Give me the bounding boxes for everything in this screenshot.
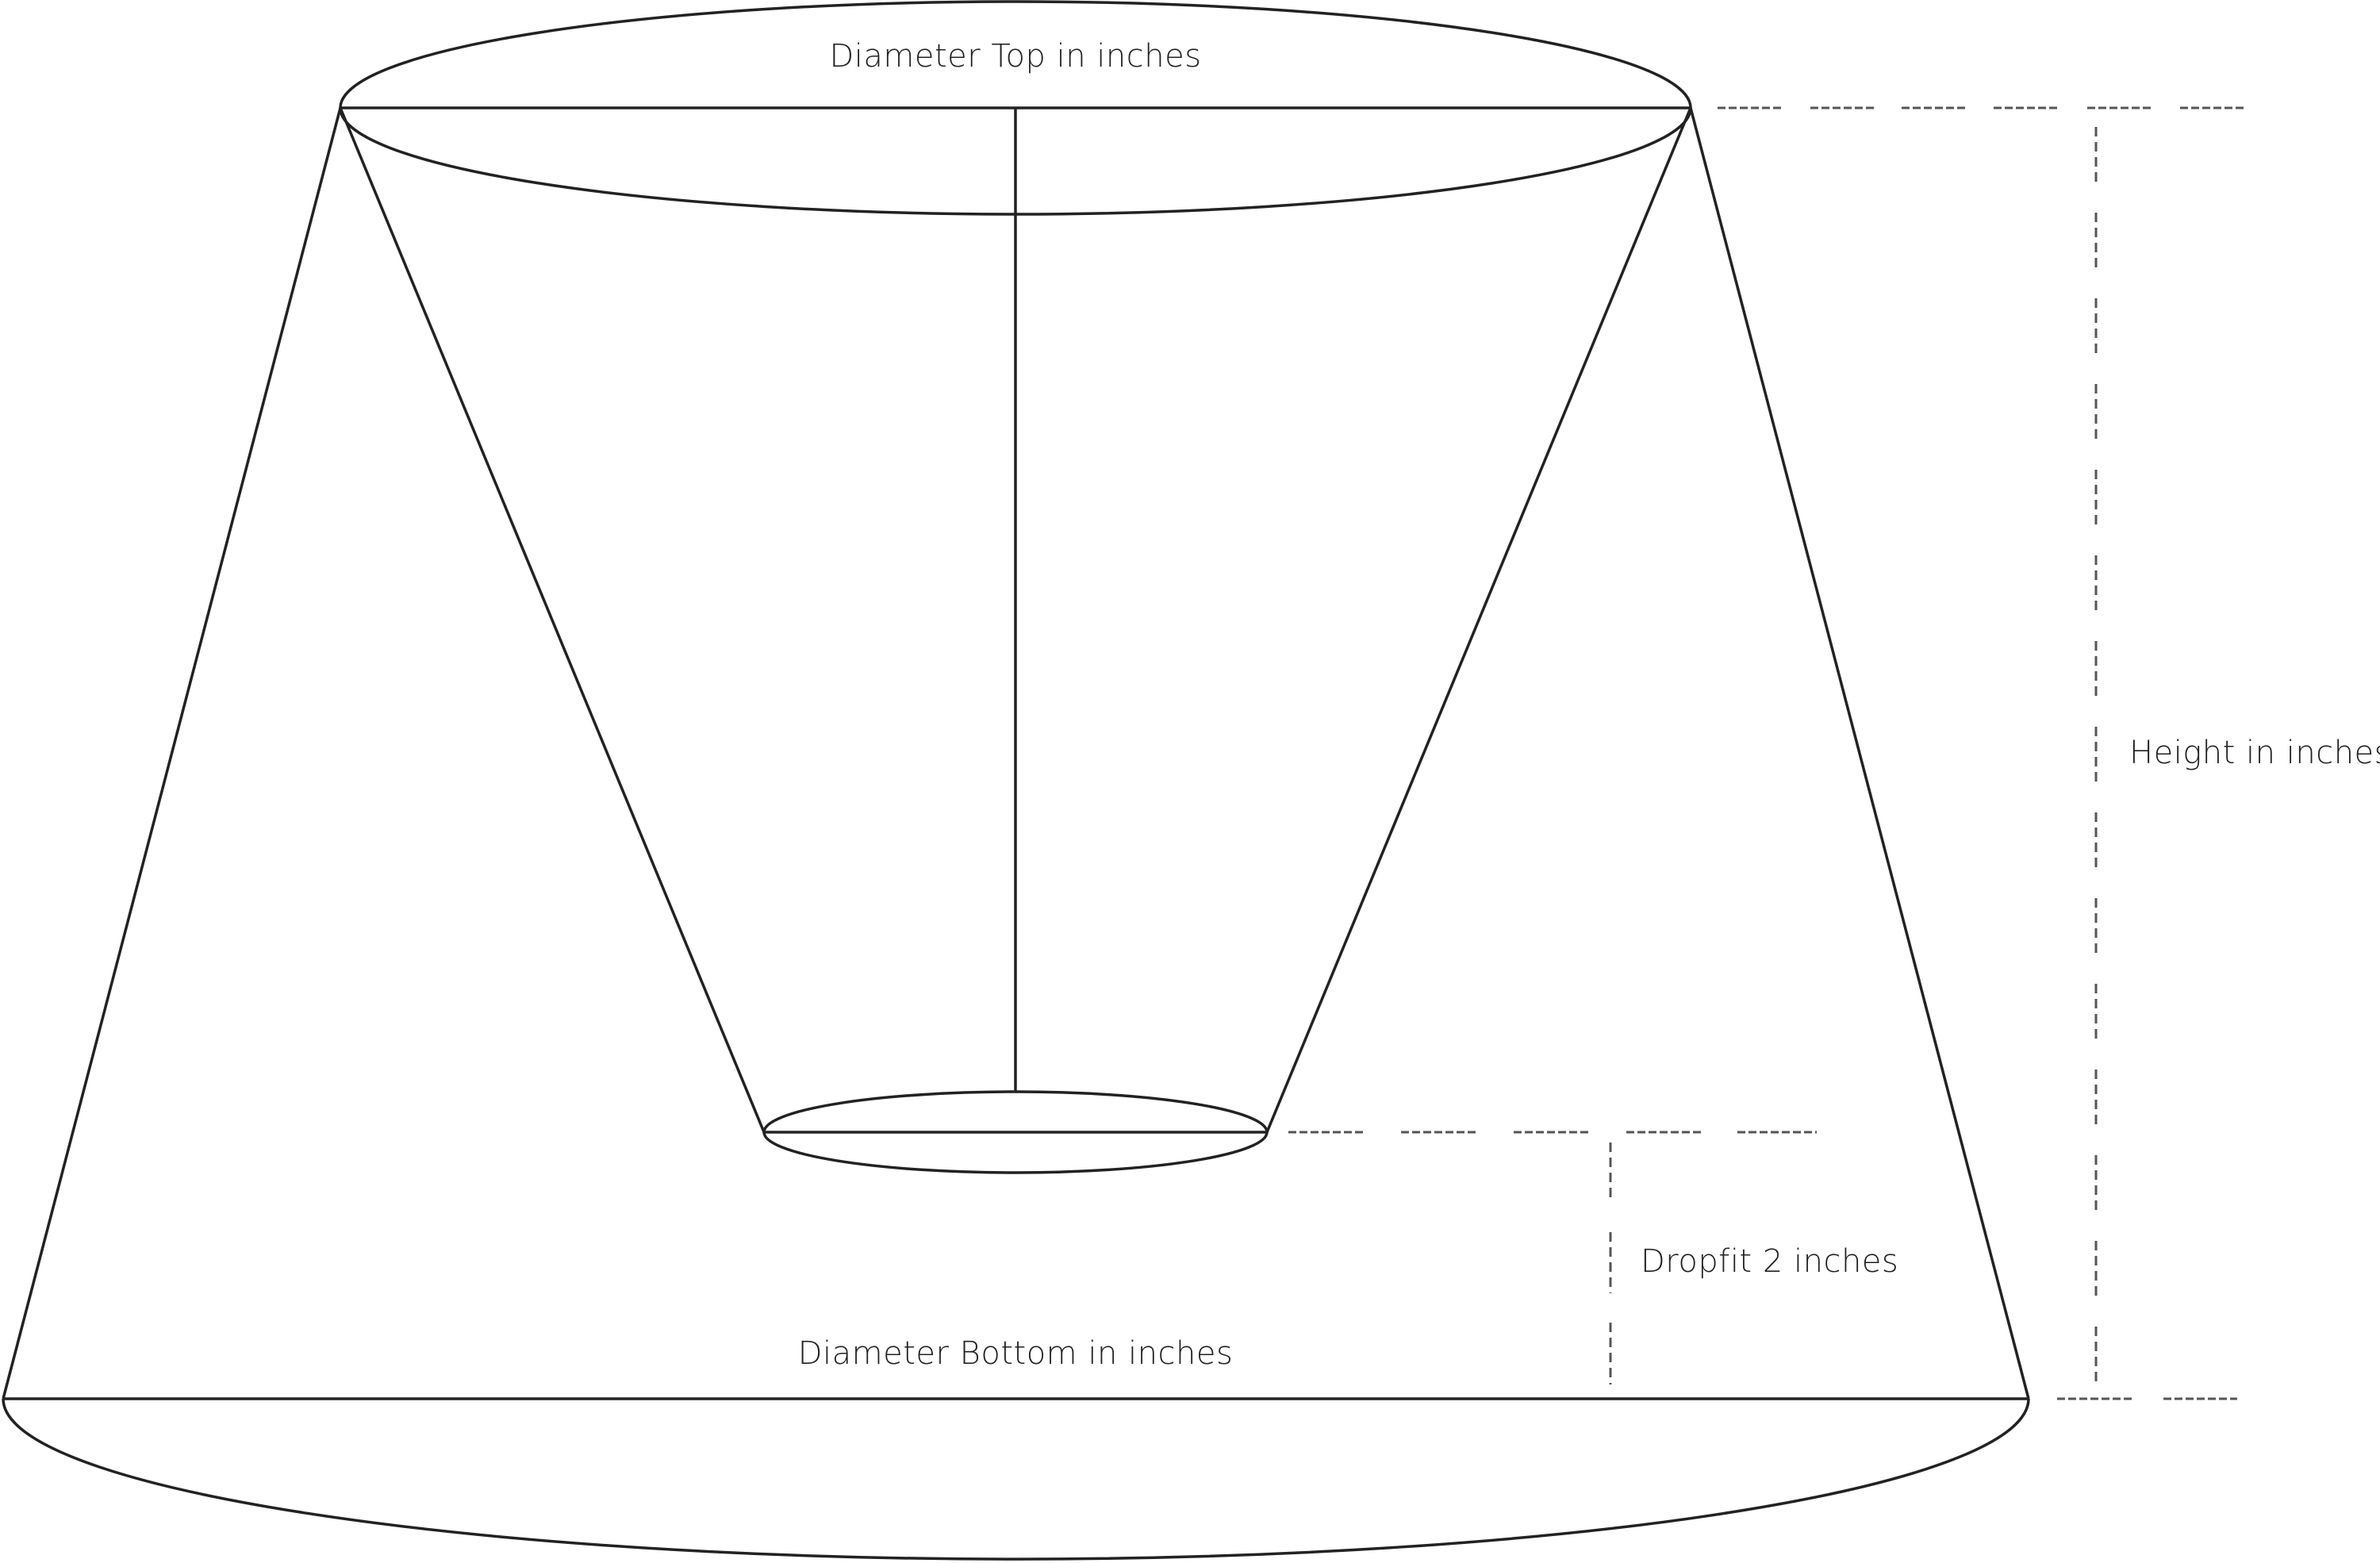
- outer-left-line: [2, 107, 342, 1400]
- bottom-ring-arc: [2, 1398, 2030, 1561]
- outer-right-line: [1689, 107, 2030, 1400]
- diameter-bottom-label: Diameter Bottom in inches: [797, 1335, 1234, 1372]
- dropfit-label: Dropfit 2 inches: [1641, 1243, 1899, 1280]
- height-label: Height in inches: [2129, 735, 2380, 771]
- diameter-top-label: Diameter Top in inches: [829, 38, 1202, 75]
- inner-left-line: [339, 107, 766, 1133]
- inner-right-line: [1265, 107, 1692, 1133]
